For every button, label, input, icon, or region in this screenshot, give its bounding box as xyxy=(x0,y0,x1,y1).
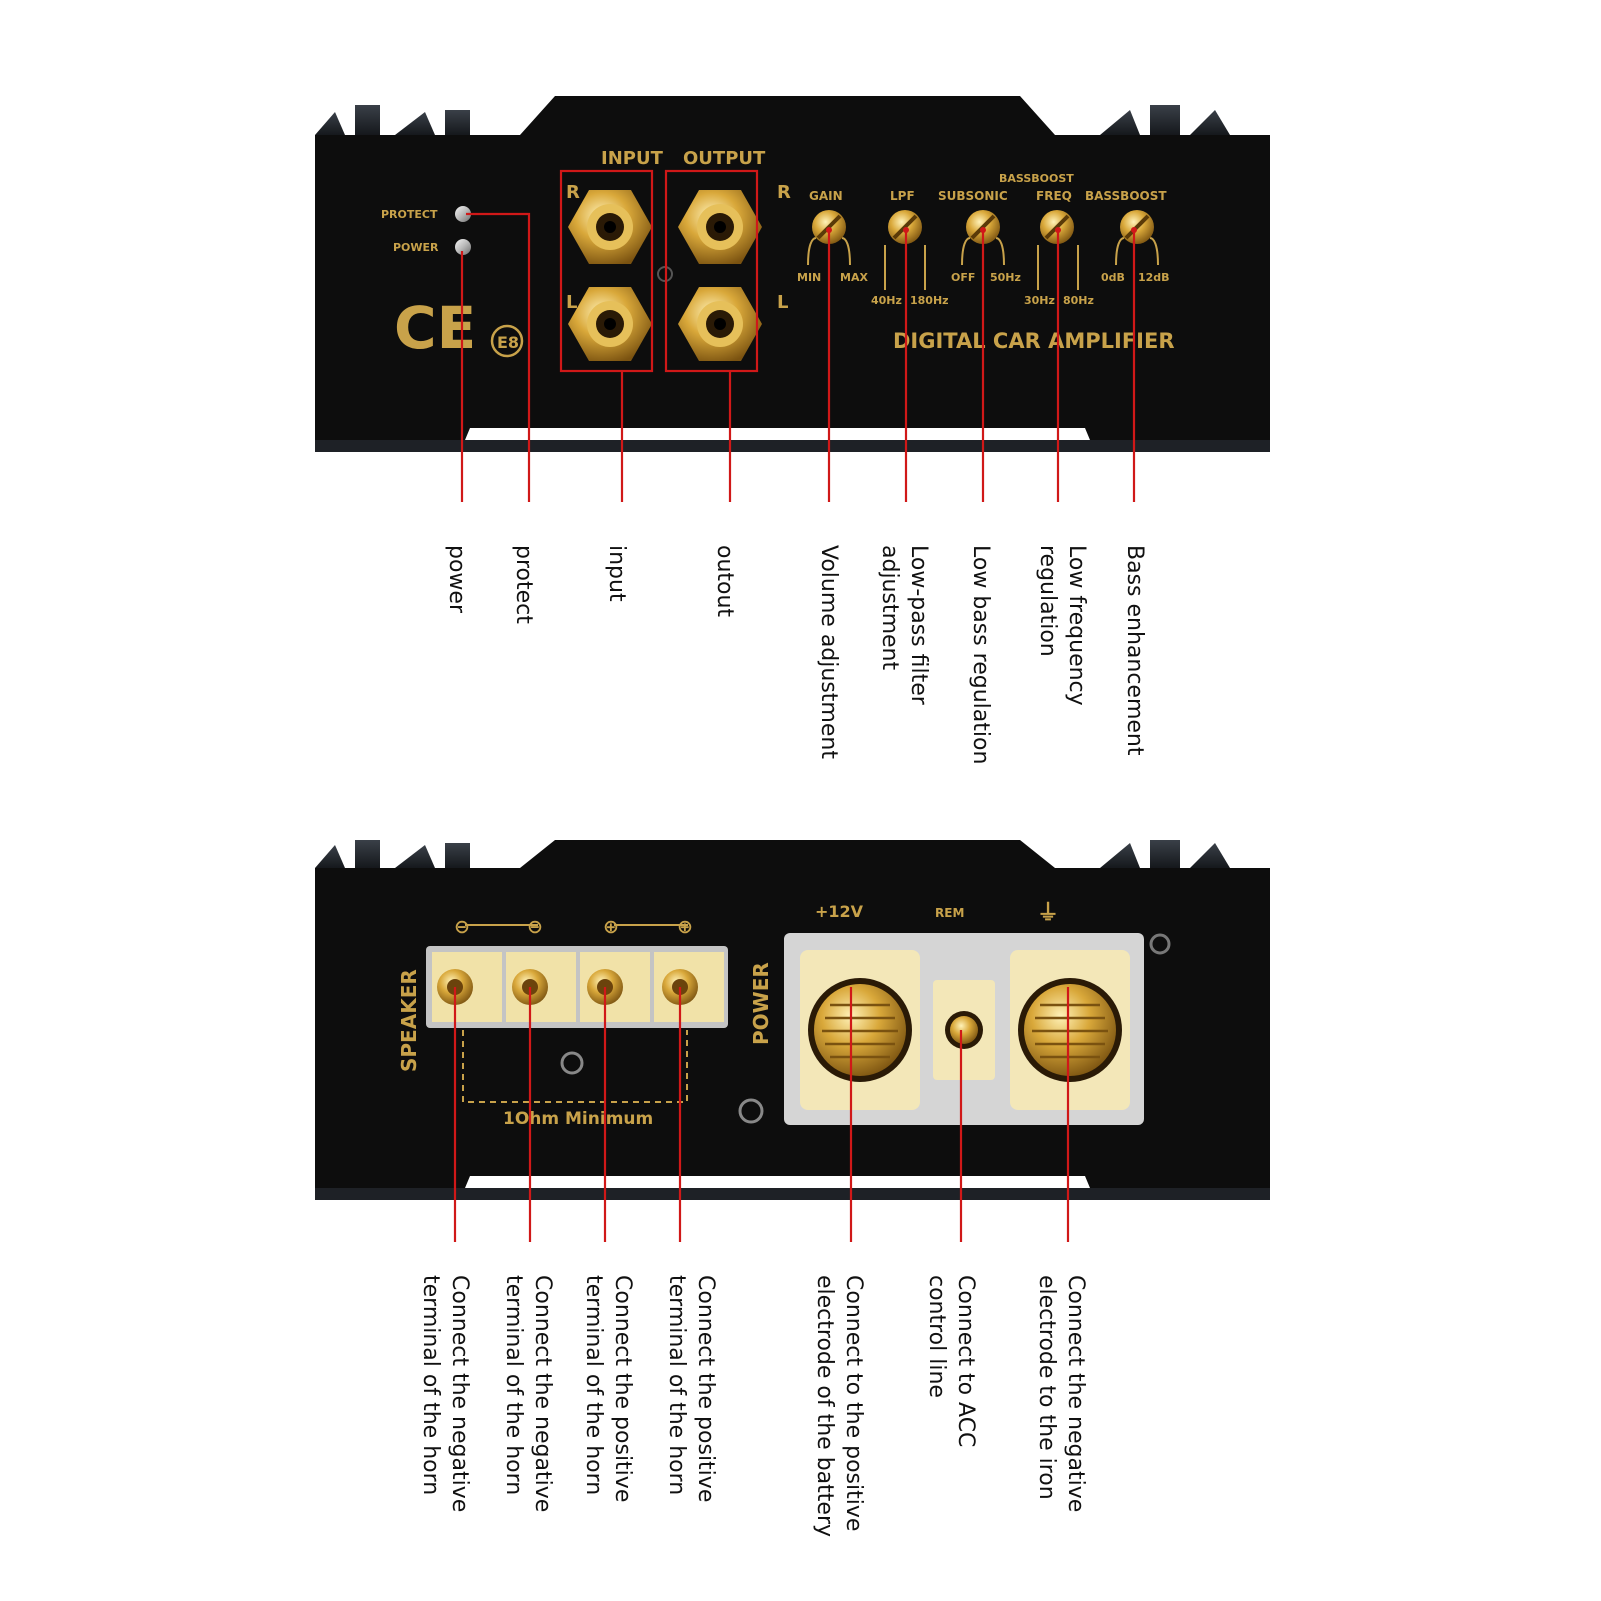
callout-speaker-positive-2: Connect the positive terminal of the hor… xyxy=(664,1275,718,1503)
input-highlight-box xyxy=(559,169,654,373)
callout-protect: protect xyxy=(511,545,536,624)
rca-jack-output-r xyxy=(678,190,762,264)
bottom-leader-lines xyxy=(453,987,1070,1242)
callout-power: power xyxy=(444,545,469,613)
lpf-label: LPF xyxy=(890,189,915,203)
callout-speaker-negative-2: Connect the negative terminal of the hor… xyxy=(501,1275,555,1513)
subsonic-label: SUBSONIC xyxy=(938,189,1008,203)
protect-led-label: PROTECT xyxy=(381,208,438,221)
speaker-polarity-4: ⊕ xyxy=(677,916,693,938)
bassboost-min-label: 0dB xyxy=(1101,271,1125,284)
top-leader-lines xyxy=(460,212,1136,502)
input-left-letter: L xyxy=(566,292,577,313)
heatsink-fins-top xyxy=(315,105,1230,135)
bassboost-label: BASSBOOST xyxy=(1085,189,1167,203)
gain-max-label: MAX xyxy=(840,271,868,284)
callout-low-pass-filter: Low-pass filter adjustment xyxy=(877,545,931,705)
plus-12v-label: +12V xyxy=(815,902,864,921)
freq-label: FREQ xyxy=(1036,189,1072,203)
power-led xyxy=(455,239,471,255)
speaker-label: SPEAKER xyxy=(397,969,421,1072)
output-highlight-box xyxy=(664,169,759,373)
e8-mark-ring xyxy=(490,324,524,358)
ce-mark: CE xyxy=(394,294,476,362)
callout-low-frequency-regulation: Low frequency regulation xyxy=(1035,545,1089,706)
chassis-body-top xyxy=(315,96,1270,452)
speaker-terminal-1 xyxy=(432,952,502,1022)
power-label: POWER xyxy=(749,962,773,1045)
speaker-polarity-2: ⊖ xyxy=(527,916,543,938)
heatsink-fins-bottom xyxy=(315,840,1230,868)
lpf-knob xyxy=(888,210,922,244)
product-name: DIGITAL CAR AMPLIFIER xyxy=(893,329,1175,353)
callout-acc-control-line: Connect to ACC control line xyxy=(924,1275,978,1448)
callout-speaker-positive-1: Connect the positive terminal of the hor… xyxy=(581,1275,635,1503)
bassboost-group-header: BASSBOOST xyxy=(999,172,1074,185)
freq-min-label: 30Hz xyxy=(1024,294,1055,307)
callout-battery-positive: Connect to the positive electrode of the… xyxy=(812,1275,866,1538)
lpf-max-label: 180Hz xyxy=(910,294,949,307)
subsonic-max-label: 50Hz xyxy=(990,271,1021,284)
battery-positive-terminal xyxy=(800,950,920,1110)
ground-terminal xyxy=(1010,950,1130,1110)
freq-knob xyxy=(1040,210,1074,244)
rem-label: REM xyxy=(935,906,964,920)
protect-led xyxy=(455,206,471,222)
rem-terminal xyxy=(933,980,995,1080)
input-right-letter: R xyxy=(566,182,580,203)
bassboost-max-label: 12dB xyxy=(1138,271,1170,284)
callout-low-bass-regulation: Low bass regulation xyxy=(968,545,993,765)
impedance-note: 1Ohm Minimum xyxy=(503,1109,653,1129)
callout-negative-to-iron: Connect the negative electrode to the ir… xyxy=(1034,1275,1088,1513)
speaker-polarity-1: ⊖ xyxy=(454,916,470,938)
e8-mark: E8 xyxy=(497,333,519,352)
output-left-letter: L xyxy=(777,292,788,313)
speaker-terminal-2 xyxy=(506,952,576,1022)
ground-symbol: ⏚ xyxy=(1037,901,1059,926)
bassboost-knob xyxy=(1120,210,1154,244)
gain-label: GAIN xyxy=(809,189,843,203)
power-led-label: POWER xyxy=(393,241,439,254)
rca-jack-input-r xyxy=(568,190,652,264)
callout-speaker-negative-1: Connect the negative terminal of the hor… xyxy=(418,1275,472,1513)
top-amplifier-panel: PROTECT POWER CE E8 INPUT OUTPUT R R L L xyxy=(315,96,1270,502)
rca-jack-output-l xyxy=(678,287,762,361)
freq-max-label: 80Hz xyxy=(1063,294,1094,307)
rca-jack-input-l xyxy=(568,287,652,361)
output-right-letter: R xyxy=(777,182,791,203)
subsonic-min-label: OFF xyxy=(951,271,975,284)
callout-volume-adjustment: Volume adjustment xyxy=(816,545,841,759)
speaker-polarity-3: ⊕ xyxy=(603,916,619,938)
speaker-terminal-3 xyxy=(580,952,650,1022)
bottom-amplifier-panel: ⊖ ⊖ ⊕ ⊕ SPEAKER 1Ohm Minimum POWER +12V … xyxy=(315,840,1270,1242)
input-header: INPUT xyxy=(601,148,664,169)
speaker-terminal-4 xyxy=(654,952,724,1022)
output-header: OUTPUT xyxy=(683,148,766,169)
callout-bass-enhancement: Bass enhancement xyxy=(1122,545,1147,756)
callout-output: outout xyxy=(712,545,737,618)
callout-input: input xyxy=(604,545,629,602)
lpf-min-label: 40Hz xyxy=(871,294,902,307)
gain-min-label: MIN xyxy=(797,271,821,284)
